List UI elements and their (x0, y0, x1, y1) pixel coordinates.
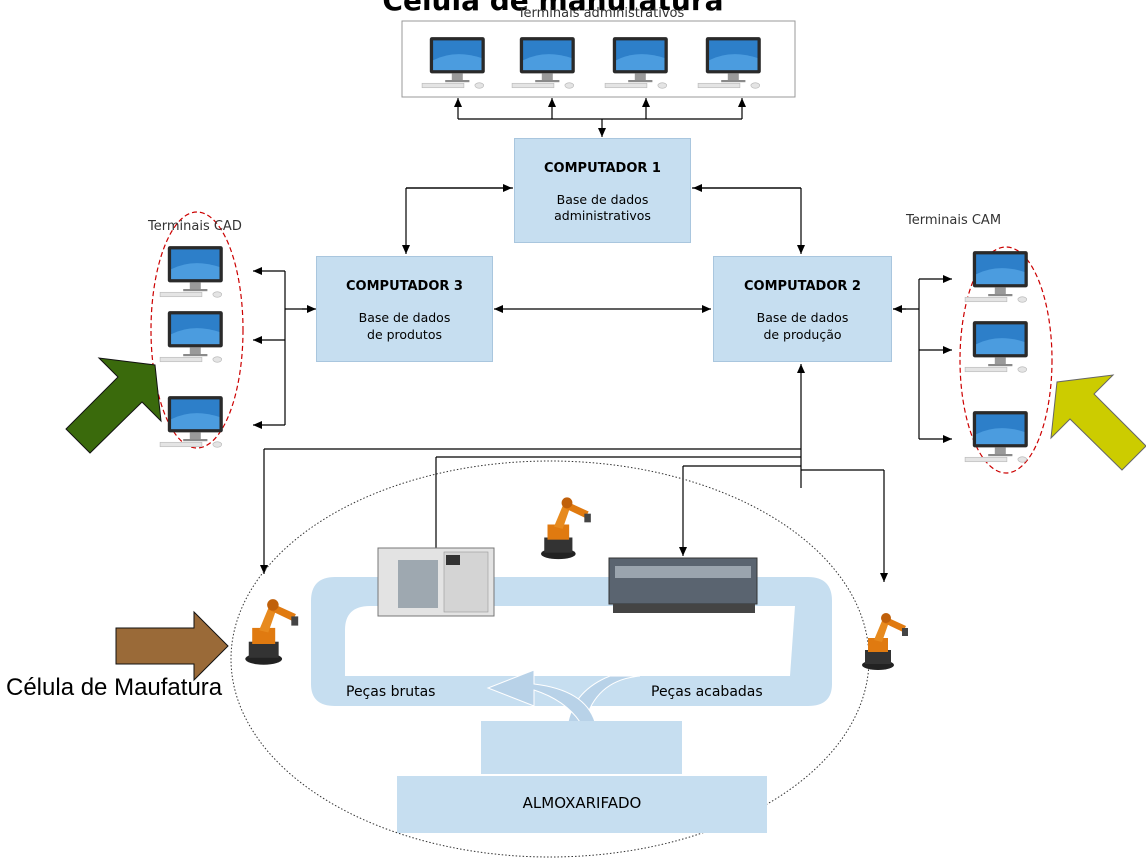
diagram-shapes (65, 20, 1146, 858)
computer-3-db-line1: Base de dados (358, 310, 451, 325)
monitor-icon (159, 310, 224, 363)
computer-1-db-line1: Base de dados (556, 192, 649, 207)
robot-arm-icon (541, 497, 591, 560)
warehouse-box: ALMOXARIFADO (397, 776, 767, 833)
lathe-bed (615, 566, 751, 578)
computer-3-title: COMPUTADOR 3 (346, 279, 463, 294)
warehouse-label: ALMOXARIFADO (522, 794, 642, 812)
computer-2-db-line2: de produção (763, 327, 842, 342)
lathe-icon (608, 557, 758, 605)
finished-parts-label: Peças acabadas (651, 684, 763, 700)
cam-terminals-label: Terminais CAM (906, 213, 1002, 228)
robot-arm-icon (862, 613, 908, 670)
cad-pointer-arrow (65, 357, 162, 454)
cnc-machine-screen (446, 555, 460, 565)
cell-label: Célula de Maufatura (6, 674, 223, 701)
raw-parts-flow-arrow (486, 669, 596, 723)
computer-2-db-line1: Base de dados (756, 310, 849, 325)
computer-3-db-line2: de produtos (367, 327, 442, 342)
admin-terminals-label: Terminais administrativos (517, 6, 685, 21)
raw-parts-label: Peças brutas (346, 684, 436, 700)
cad-terminals-label: Terminais CAD (148, 219, 242, 234)
cam-dashed-ring (959, 246, 1053, 474)
monitor-icon (964, 410, 1029, 463)
cad-dashed-ring (150, 211, 244, 449)
cnc-machine-window (398, 560, 438, 608)
computer-2-box: COMPUTADOR 2 Base de dados de produção (713, 256, 892, 362)
computer-1-box: COMPUTADOR 1 Base de dados administrativ… (514, 138, 691, 243)
robot-arm-icon (245, 599, 299, 665)
computer-1-title: COMPUTADOR 1 (544, 161, 661, 176)
monitor-icon (964, 250, 1029, 303)
diagram-title: Célula de manufatura (382, 0, 724, 17)
connector-lines (253, 98, 952, 582)
computer-1-db-line2: administrativos (554, 208, 651, 223)
lathe-base (613, 604, 755, 613)
computer-3-box: COMPUTADOR 3 Base de dados de produtos (316, 256, 493, 362)
warehouse-receiving-box (481, 721, 682, 774)
monitor-icon (159, 245, 224, 298)
conveyor-loop (311, 577, 832, 706)
cell-pointer-arrow (115, 610, 229, 682)
computer-2-title: COMPUTADOR 2 (744, 279, 861, 294)
monitor-icon (964, 320, 1029, 373)
cam-pointer-arrow (1050, 374, 1146, 471)
